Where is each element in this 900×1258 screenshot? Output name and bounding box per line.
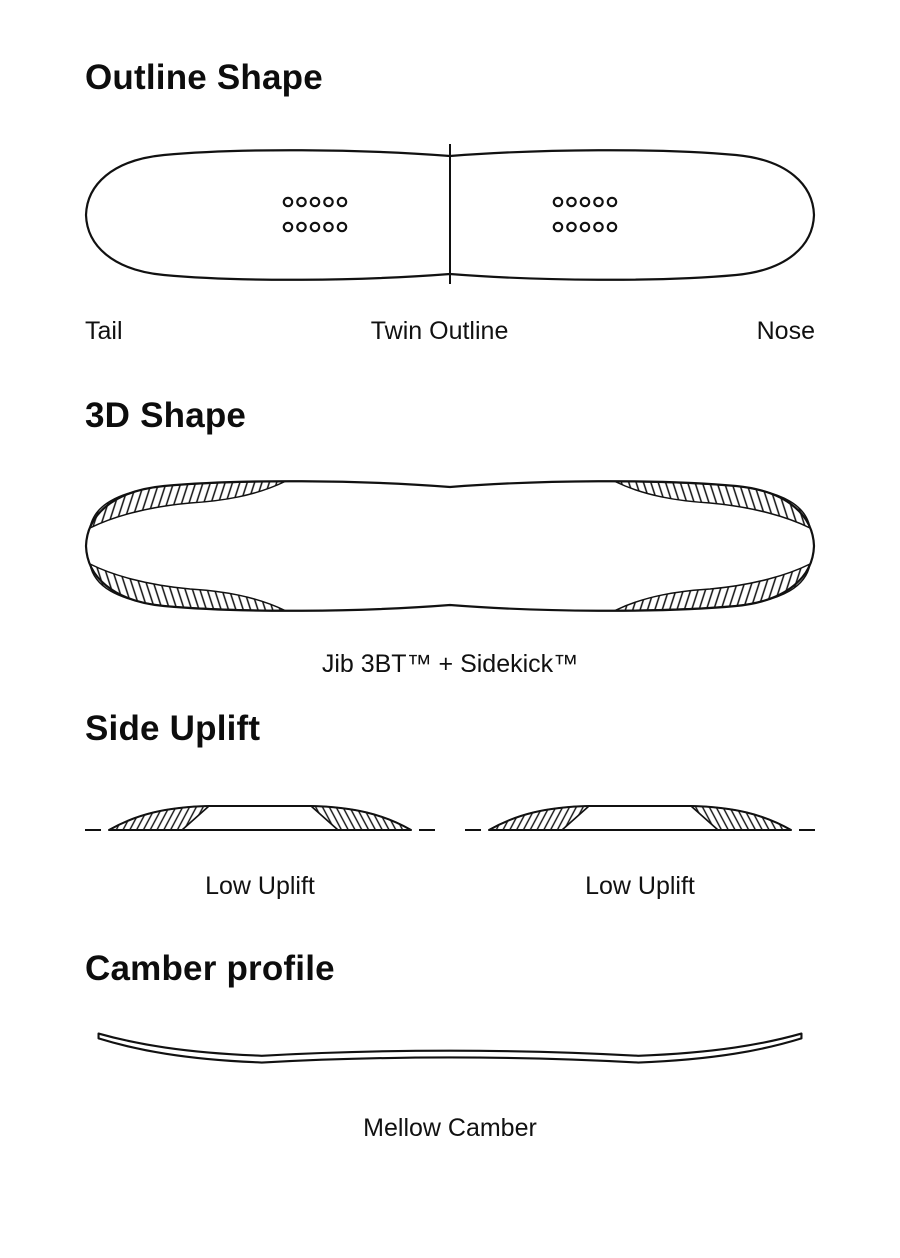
side-uplift-captions-row: Low Uplift Low Uplift	[85, 871, 815, 901]
uplift-hatch-right	[690, 804, 792, 831]
nose-label: Nose	[756, 317, 815, 346]
side-uplift-section: Side Uplift	[0, 709, 900, 901]
twin-outline-label: Twin Outline	[370, 317, 509, 346]
camber-profile-title: Camber profile	[85, 948, 335, 988]
camber-diagram-wrap	[80, 1021, 820, 1077]
uplift-hatch-left	[108, 804, 210, 831]
snowboard-top-outline-diagram	[84, 144, 816, 285]
outline-shape-diagram-wrap	[80, 142, 820, 288]
3bt-zone-bottom-right	[614, 562, 811, 611]
snowboard-3bt-top-diagram	[84, 479, 816, 612]
3bt-zone-bottom-left	[89, 562, 286, 611]
tail-label: Tail	[85, 317, 123, 346]
nose-uplift-caption: Low Uplift	[585, 871, 695, 900]
camber-side-profile-diagram	[97, 1032, 803, 1064]
uplift-hatch-right	[310, 804, 412, 831]
camber-profile-section: Camber profile Mellow Camber	[0, 949, 900, 1143]
camber-profile-outline	[97, 1032, 803, 1064]
outline-shape-section: Outline Shape Tail Twin Outline Nose	[0, 58, 900, 346]
side-uplift-title: Side Uplift	[85, 708, 261, 748]
nose-uplift-diagram-wrap	[465, 797, 815, 843]
3d-shape-caption: Jib 3BT™ + Sidekick™	[321, 649, 579, 678]
tail-uplift-diagram-wrap	[85, 797, 435, 843]
camber-caption: Mellow Camber	[363, 1114, 537, 1142]
3d-shape-diagram-wrap	[80, 473, 820, 619]
3bt-zone-top-right	[614, 480, 811, 529]
tail-uplift-profile-diagram	[85, 804, 435, 831]
side-uplift-diagrams-row	[85, 797, 815, 843]
outline-shape-title: Outline Shape	[85, 58, 323, 97]
3d-shape-section: 3D Shape Jib 3BT™ + Sidekick™	[0, 396, 900, 678]
uplift-hatch-left	[488, 804, 590, 831]
3d-shape-title: 3D Shape	[85, 396, 247, 436]
insert-pack-left	[282, 196, 348, 233]
tail-uplift-caption: Low Uplift	[205, 871, 315, 900]
3bt-zone-top-left	[89, 480, 286, 529]
outline-labels-row: Tail Twin Outline Nose	[85, 316, 815, 346]
insert-pack-right	[552, 196, 618, 233]
nose-uplift-profile-diagram	[465, 804, 815, 831]
